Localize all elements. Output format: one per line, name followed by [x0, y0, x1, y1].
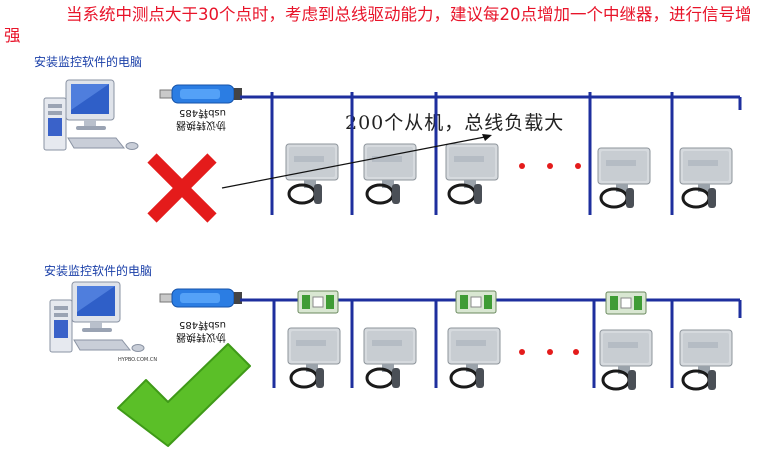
bottom-ellipsis-dots: [519, 349, 579, 355]
bottom-usb-converter-icon: [159, 288, 243, 308]
cross-icon: [147, 153, 217, 223]
check-icon: [117, 343, 251, 447]
bus-load-label: 200个从机，总线负载大: [345, 112, 565, 134]
top-sensor-2-icon: [362, 142, 418, 206]
repeater-2-icon: [455, 290, 497, 314]
top-ellipsis-dots: [519, 163, 581, 169]
bottom-sensor-5-icon: [678, 328, 734, 392]
top-usb-converter-icon: [159, 84, 243, 104]
bottom-sensor-2-icon: [362, 326, 418, 390]
bottom-sensor-1-icon: [286, 326, 342, 390]
bottom-pc-label: 安装监控软件的电脑: [44, 264, 153, 278]
bottom-sensor-3-icon: [446, 326, 502, 390]
heading-text: 当系统中测点大于30个点时，考虑到总线驱动能力，建议每20点增加一个中继器，进行…: [4, 5, 752, 45]
top-sensor-5-icon: [678, 146, 734, 210]
top-computer-icon: [43, 79, 139, 151]
repeater-3-icon: [605, 291, 647, 315]
top-pc-label: 安装监控软件的电脑: [34, 55, 143, 69]
bottom-computer-icon: [49, 281, 145, 353]
top-bus-lines: [240, 92, 742, 215]
load-arrow: [221, 134, 492, 189]
repeater-1-icon: [297, 290, 339, 314]
website-url: HYPBO.COM.CN: [118, 357, 158, 363]
top-sensor-4-icon: [596, 146, 652, 210]
bottom-sensor-4-icon: [598, 328, 654, 392]
top-sensor-3-icon: [444, 142, 500, 206]
